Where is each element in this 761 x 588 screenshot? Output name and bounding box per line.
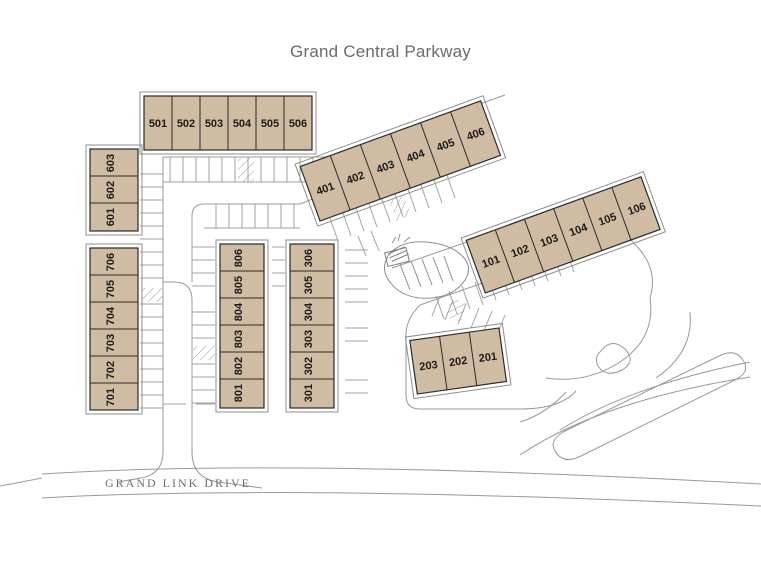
- unit-label: 406: [465, 126, 486, 144]
- unit-label: 505: [261, 118, 279, 130]
- unit-label: 306: [303, 249, 315, 267]
- block-800[interactable]: 806 805 804 803 802 801: [215, 239, 269, 413]
- street-label-grand-link-drive: GRAND LINK DRIVE: [105, 476, 251, 490]
- unit-label: 102: [510, 243, 531, 261]
- unit-label: 804: [233, 302, 245, 321]
- unit-label: 802: [233, 357, 245, 375]
- courtyard-amenity-island: [384, 233, 469, 299]
- unit-label: 705: [105, 280, 117, 298]
- block-300[interactable]: 306 305 304 303 302 301: [285, 239, 339, 413]
- unit-label: 805: [233, 276, 245, 294]
- unit-label: 302: [303, 357, 315, 375]
- unit-label: 202: [448, 355, 468, 369]
- unit-label: 105: [597, 211, 618, 229]
- block-500[interactable]: 501 502 503 504 505 506: [139, 91, 317, 155]
- unit-label: 303: [303, 330, 315, 348]
- unit-label: 405: [435, 137, 456, 155]
- block-600[interactable]: 603 602 601: [85, 144, 143, 236]
- unit-label: 301: [303, 384, 315, 402]
- unit-label: 706: [105, 253, 117, 271]
- block-100[interactable]: 101 102 103 104 105 106: [460, 171, 666, 299]
- unit-label: 402: [345, 170, 366, 188]
- unit-label: 806: [233, 249, 245, 267]
- unit-label: 501: [149, 118, 167, 130]
- unit-label: 502: [177, 118, 195, 130]
- unit-label: 503: [205, 118, 223, 130]
- unit-label: 601: [105, 208, 117, 226]
- unit-label: 801: [233, 384, 245, 402]
- unit-label: 703: [105, 334, 117, 352]
- unit-label: 701: [105, 388, 117, 406]
- unit-label: 103: [539, 232, 560, 250]
- unit-label: 203: [419, 359, 439, 373]
- block-700[interactable]: 706 705 704 703 702 701: [85, 243, 143, 415]
- unit-label: 201: [478, 351, 498, 365]
- unit-label: 602: [105, 181, 117, 199]
- block-400-body[interactable]: 401 402 403 404 405 406: [294, 95, 507, 227]
- unit-label: 106: [626, 200, 647, 218]
- street-label-grand-central-parkway: Grand Central Parkway: [290, 42, 471, 61]
- unit-label: 504: [233, 118, 252, 130]
- unit-label: 401: [315, 180, 336, 198]
- unit-label: 506: [289, 118, 307, 130]
- unit-label: 803: [233, 330, 245, 348]
- unit-label: 101: [480, 253, 501, 271]
- unit-label: 403: [375, 159, 396, 177]
- unit-label: 704: [105, 306, 117, 325]
- unit-label: 702: [105, 361, 117, 379]
- unit-label: 304: [303, 302, 315, 321]
- block-200[interactable]: 203 202 201: [404, 322, 512, 400]
- unit-label: 305: [303, 276, 315, 294]
- unit-label: 603: [105, 154, 117, 172]
